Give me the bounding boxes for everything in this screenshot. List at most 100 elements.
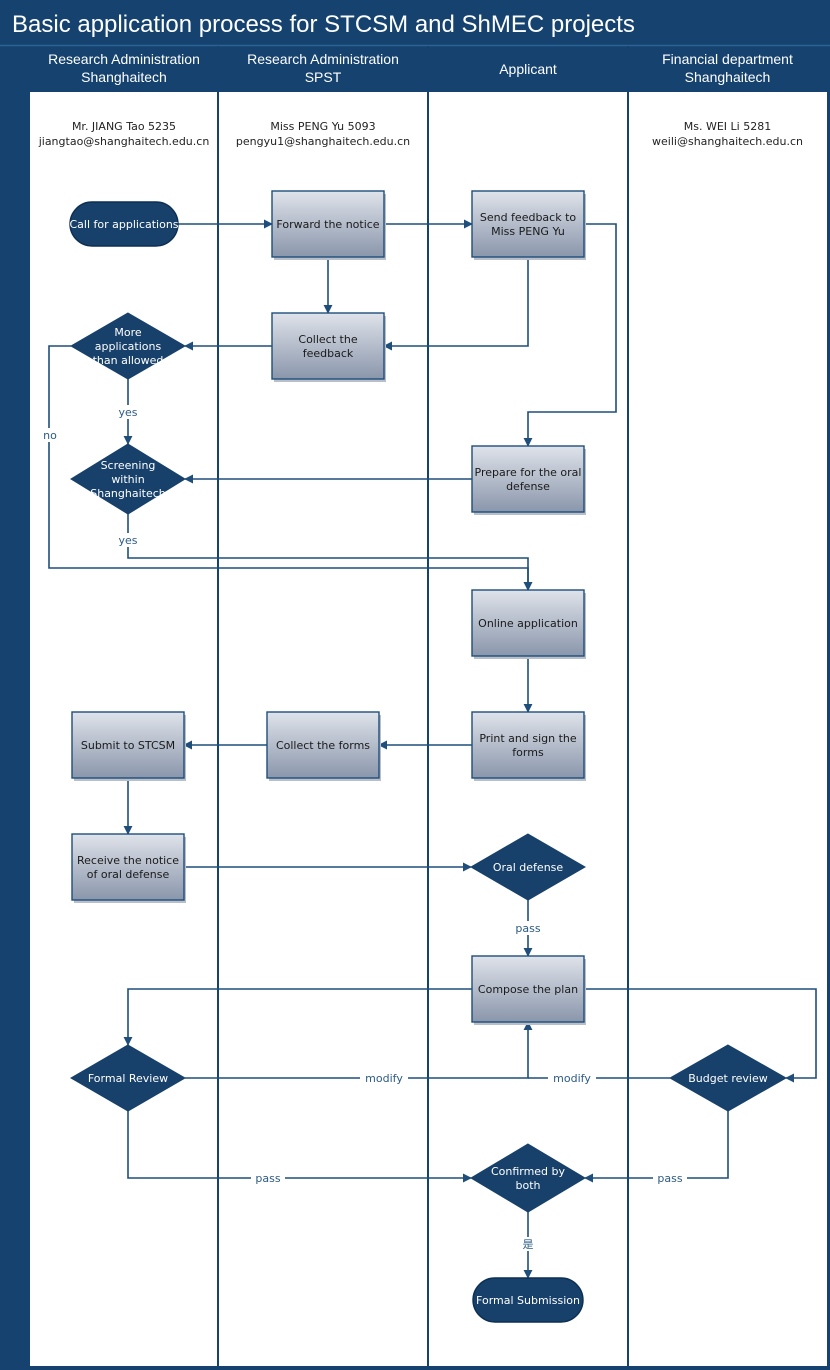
node-label: applications	[95, 340, 162, 353]
lane-title-ra_spst: SPST	[305, 69, 342, 85]
lane-title-finance: Financial department	[662, 51, 793, 67]
node-label: Miss PENG Yu	[491, 225, 565, 238]
lane-title-applicant: Applicant	[499, 61, 557, 77]
edge-compose-budget	[584, 988, 817, 1083]
node-label: Forward the notice	[276, 218, 379, 231]
node-label: Online application	[478, 617, 578, 630]
node-final: Formal Submission	[472, 1277, 584, 1323]
node-collect_forms: Collect the forms	[266, 711, 381, 781]
node-label: Print and sign the	[479, 732, 577, 745]
node-label: Collect the	[298, 333, 357, 346]
edge-label: 是	[523, 1238, 534, 1251]
edge-label-bg	[114, 533, 142, 547]
lane-contact-finance: weili@shanghaitech.edu.cn	[652, 135, 803, 148]
edge-feedback-collect_fb	[383, 257, 529, 351]
node-submit: Submit to STCSM	[71, 711, 186, 781]
edge-label-group: no	[40, 428, 60, 442]
node-formal: Formal Review	[70, 1044, 186, 1112]
lane-title-ra_sh: Shanghaitech	[81, 69, 167, 85]
edge-label-bg	[40, 428, 60, 442]
edge-label: yes	[118, 534, 137, 547]
edge-label-group: 是	[521, 1237, 535, 1251]
process-box	[71, 833, 185, 901]
edge-label: pass	[255, 1172, 280, 1185]
decision-diamond	[70, 312, 186, 380]
edge-label: pass	[515, 922, 540, 935]
edge-label-group: pass	[251, 1171, 285, 1185]
edge-label-group: modify	[360, 1071, 408, 1085]
node-label: Prepare for the oral	[475, 466, 582, 479]
node-label: Compose the plan	[478, 983, 578, 996]
lane-contact-finance: Ms. WEI Li 5281	[684, 120, 771, 133]
edge-budget-confirmed	[584, 1111, 729, 1183]
edge-formal-confirmed	[127, 1111, 472, 1183]
node-label: Call for applications	[69, 218, 178, 231]
node-label: both	[516, 1179, 541, 1192]
lane-title-ra_spst: Research Administration	[247, 51, 399, 67]
node-label: Receive the notice	[77, 854, 179, 867]
edge-compose-formal	[123, 988, 472, 1046]
edge-label-bg	[548, 1071, 596, 1085]
decision-diamond	[668, 1044, 788, 1112]
edge-label: no	[43, 429, 57, 442]
lane-contact-ra_sh: jiangtao@shanghaitech.edu.cn	[38, 135, 210, 148]
node-label: Collect the forms	[276, 739, 370, 752]
node-label: Shanghaitech	[90, 487, 166, 500]
edge-label-group: pass	[511, 921, 545, 935]
node-label: Send feedback to	[480, 211, 577, 224]
edge-label: pass	[657, 1172, 682, 1185]
node-budget: Budget review	[668, 1044, 788, 1112]
node-label: Formal Submission	[476, 1294, 580, 1307]
edge-label-bg	[511, 921, 545, 935]
process-box	[71, 711, 185, 779]
terminal-pill	[472, 1277, 584, 1323]
node-label: of oral defense	[87, 868, 170, 881]
node-label: defense	[506, 480, 550, 493]
edge-label-bg	[251, 1171, 285, 1185]
node-forward: Forward the notice	[271, 190, 386, 260]
edge-label-group: modify	[548, 1071, 596, 1085]
edge-label-bg	[653, 1171, 687, 1185]
edge-label-bg	[114, 405, 142, 419]
edge-label-bg	[360, 1071, 408, 1085]
lane-applicant: Applicant	[427, 46, 557, 1366]
node-label: feedback	[303, 347, 354, 360]
node-label: Oral defense	[493, 861, 564, 874]
node-label: than allowed	[93, 354, 164, 367]
process-box	[271, 312, 385, 380]
node-call: Call for applications	[69, 201, 179, 247]
node-oral: Oral defense	[470, 833, 586, 901]
process-box	[266, 711, 380, 779]
process-box	[471, 190, 585, 258]
node-label: Budget review	[688, 1072, 767, 1085]
lane-contact-ra_spst: pengyu1@shanghaitech.edu.cn	[236, 135, 410, 148]
edge-label-bg	[521, 1237, 535, 1251]
node-label: Formal Review	[88, 1072, 168, 1085]
lane-title-ra_sh: Research Administration	[48, 51, 200, 67]
node-label: Submit to STCSM	[81, 739, 175, 752]
edge-label: modify	[553, 1072, 591, 1085]
process-box	[471, 445, 585, 513]
decision-diamond	[70, 1044, 186, 1112]
process-box	[471, 711, 585, 779]
node-label: forms	[512, 746, 544, 759]
decision-diamond	[70, 443, 186, 515]
node-label: within	[111, 473, 144, 486]
decision-diamond	[470, 833, 586, 901]
node-compose: Compose the plan	[471, 955, 586, 1025]
diagram-title: Basic application process for STCSM and …	[12, 11, 635, 38]
lane-title-finance: Shanghaitech	[685, 69, 771, 85]
terminal-pill	[69, 201, 179, 247]
edge-label-group: yes	[114, 533, 142, 547]
